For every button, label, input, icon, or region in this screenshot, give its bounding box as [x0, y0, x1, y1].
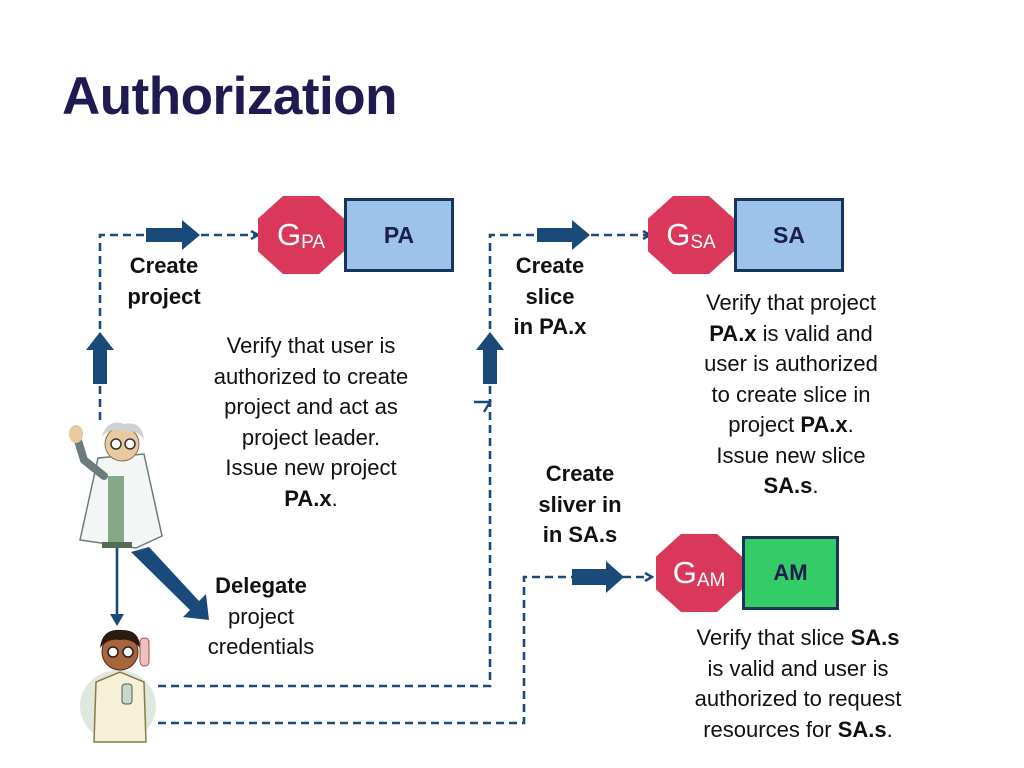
- arrow-right-icon-pa: [146, 220, 200, 250]
- arrow-down-icon: [110, 614, 124, 626]
- block-arrows: [86, 220, 624, 620]
- arrow-right-icon-am: [572, 561, 624, 593]
- sa-verify-note: Verify that project PA.x is valid and us…: [704, 290, 878, 498]
- small-arrowhead-icon: [474, 400, 493, 413]
- am-box: AM: [742, 536, 839, 610]
- connector-to-pa: [98, 235, 258, 420]
- sa-box: SA: [734, 198, 844, 272]
- arrow-up-icon-left: [86, 332, 114, 384]
- page-title: Authorization: [62, 67, 398, 126]
- arrow-right-icon-sa: [537, 220, 590, 250]
- pa-verify-note: Verify that user is authorized to create…: [213, 333, 409, 511]
- am-verify-note: Verify that slice SA.s is valid and user…: [694, 625, 902, 742]
- delegate-arrow-icon: [131, 547, 209, 620]
- student-icon: [80, 629, 156, 743]
- delegate-label: Delegate project credentials: [207, 573, 315, 659]
- professor-icon: [69, 422, 163, 549]
- pa-box: PA: [344, 198, 454, 272]
- arrow-up-icon-mid: [476, 332, 504, 384]
